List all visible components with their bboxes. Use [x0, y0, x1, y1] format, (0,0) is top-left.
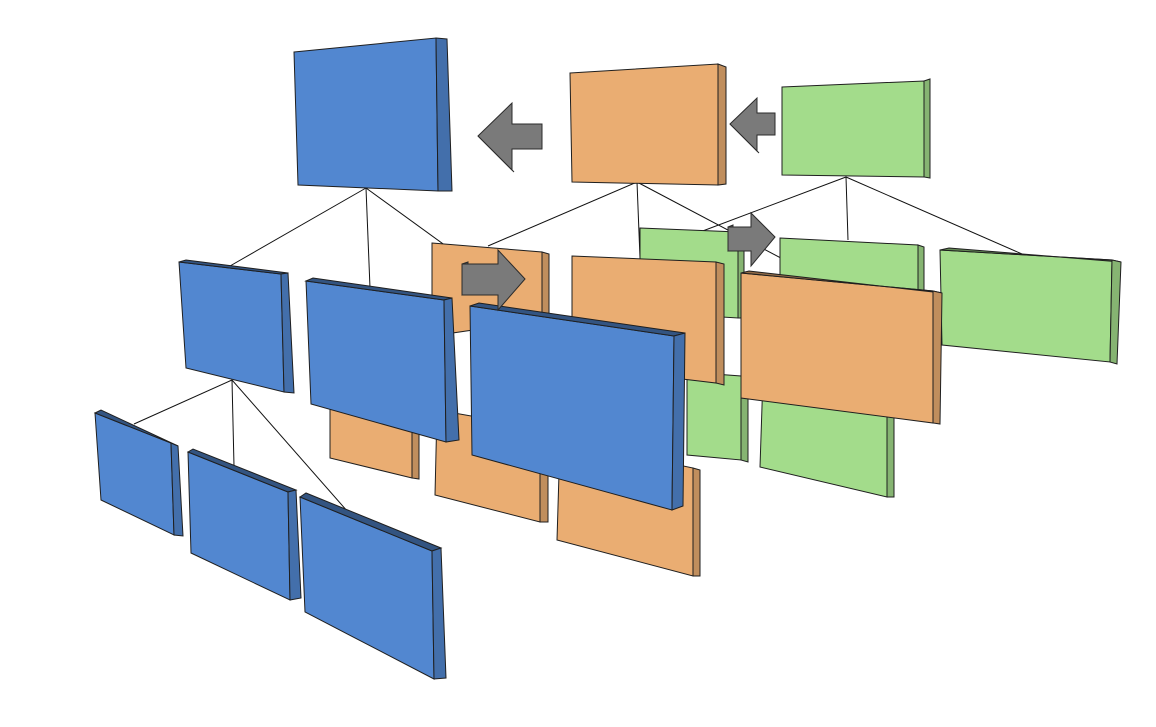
- arrow-orange-child-to-green-child-face: [727, 211, 776, 268]
- blue-child-1: [178, 259, 295, 394]
- blue-grandchild-3-side-edge: [431, 547, 447, 680]
- blue-grandchild-2-face: [187, 451, 291, 601]
- blue-child-3-side-edge: [671, 332, 686, 511]
- orange-child-3: [740, 270, 943, 425]
- green-edge-root-child1: [699, 176, 847, 233]
- blue-child-2-face: [305, 280, 447, 443]
- orange-child-3-side-edge: [932, 290, 943, 425]
- orange-root: [569, 63, 727, 186]
- green-child-3: [939, 247, 1122, 365]
- blue-edge-child1-grandchild1: [133, 379, 233, 425]
- orange-edge-root-child1: [487, 181, 638, 247]
- blue-grandchild-3: [298, 492, 447, 680]
- arrow-orange-to-blue: [477, 101, 543, 173]
- blue-edge-root-child1: [229, 187, 367, 267]
- orange-root-face: [569, 63, 719, 186]
- arrow-green-to-orange-face: [729, 96, 776, 153]
- blue-edge-child1-grandchild2: [231, 379, 235, 467]
- orange-child-1-side-edge: [541, 251, 550, 321]
- blue-grandchild-1-face: [94, 412, 175, 536]
- green-child-3-face: [939, 249, 1113, 363]
- blue-child-2-side-edge: [443, 297, 460, 443]
- panels-layer: [93, 37, 1122, 680]
- green-grandchild-1-face: [686, 371, 742, 461]
- blue-root: [293, 37, 453, 192]
- blue-child-1-side-edge: [280, 272, 295, 394]
- blue-root-side-edge: [435, 37, 453, 192]
- orange-child-3-face: [740, 272, 934, 424]
- green-root: [781, 78, 931, 179]
- green-edge-root-child3: [845, 176, 1023, 255]
- arrow-orange-child-to-green-child: [727, 211, 776, 268]
- green-root-side-edge: [923, 78, 931, 179]
- green-grandchild-1: [686, 371, 749, 463]
- blue-edge-child1-grandchild3: [231, 379, 349, 513]
- blue-child-1-face: [178, 261, 285, 393]
- blue-grandchild-1-side-edge: [170, 442, 184, 537]
- blue-grandchild-2: [186, 448, 302, 601]
- arrow-blue-child-to-orange-child: [461, 248, 526, 312]
- blue-child-3: [469, 302, 686, 511]
- orange-child-2-side-edge: [715, 261, 725, 386]
- orange-grandchild-3-side-edge: [692, 467, 701, 577]
- blue-root-face: [293, 37, 439, 192]
- arrow-orange-to-blue-face: [477, 101, 543, 172]
- orange-root-side-edge: [717, 63, 727, 186]
- blue-grandchild-2-side-edge: [287, 489, 302, 601]
- green-grandchild-2-side-edge: [886, 411, 895, 498]
- arrow-blue-child-to-orange-child-face: [461, 248, 526, 312]
- blue-grandchild-1: [93, 409, 184, 537]
- blue-edge-root-child2: [365, 187, 371, 289]
- green-edge-root-child2: [845, 176, 849, 241]
- arrow-green-to-orange: [729, 96, 776, 154]
- blue-child-2: [304, 277, 460, 443]
- green-root-face: [781, 80, 925, 178]
- green-child-3-side-edge: [1109, 259, 1122, 365]
